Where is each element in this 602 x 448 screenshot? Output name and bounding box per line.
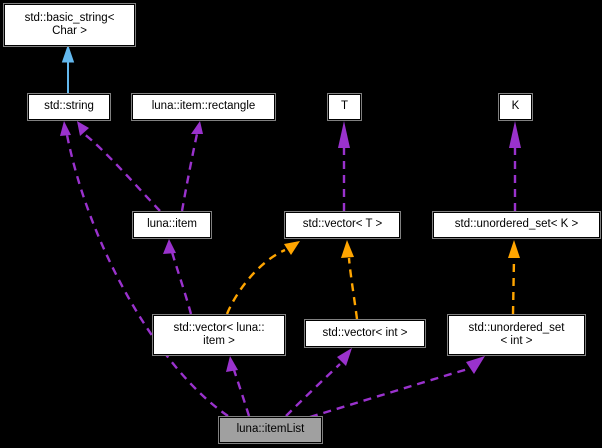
edge-usage-itemList-vector_int (285, 348, 352, 417)
edge-usage-itemList-string (60, 121, 229, 417)
class-node-template-K[interactable]: K (498, 93, 533, 121)
edge-template-vector_item-vector_T (225, 241, 300, 315)
class-node-label: K (511, 100, 520, 113)
class-node-label: std::basic_string< Char > (24, 11, 115, 38)
class-node-label: std::vector< int > (322, 326, 408, 339)
class-node-vector-int[interactable]: std::vector< int > (304, 319, 426, 348)
class-node-label: luna::item::rectangle (151, 100, 256, 113)
edge-usage-item-string (77, 121, 161, 212)
edge-usage-itemList-unordered_set_int (309, 356, 485, 419)
class-node-label: std::unordered_set < int > (468, 321, 565, 348)
edge-usage-vector_T-T (338, 121, 350, 211)
class-node-luna-item[interactable]: luna::item (132, 211, 212, 239)
class-node-label: std::vector< T > (302, 218, 383, 231)
class-node-luna-itemlist[interactable]: luna::itemList (218, 416, 323, 444)
edge-usage-unordered_set_K-K (509, 121, 521, 211)
class-node-label: luna::itemList (236, 423, 305, 436)
edge-template-vector_int-vector_T (341, 240, 359, 320)
edge-usage-item-rectangle (180, 121, 203, 212)
class-node-label: std::string (44, 100, 94, 113)
edge-template-unordered_set_int-unordered_set_K (508, 240, 520, 315)
edge-inheritance-string-basic_string (61, 44, 75, 93)
class-node-vector-luna-item[interactable]: std::vector< luna:: item > (152, 314, 286, 356)
class-node-unordered-set-int[interactable]: std::unordered_set < int > (447, 314, 586, 356)
class-node-label: T (340, 100, 349, 113)
class-node-luna-item-rectangle[interactable]: luna::item::rectangle (131, 93, 276, 121)
edge-usage-vector_item-item (163, 239, 193, 315)
class-node-std-string[interactable]: std::string (27, 93, 111, 121)
class-node-label: std::vector< luna:: item > (173, 321, 265, 348)
class-node-label: luna::item (147, 218, 197, 231)
class-node-vector-T[interactable]: std::vector< T > (284, 211, 401, 239)
class-node-label: std::unordered_set< K > (454, 218, 579, 231)
class-node-template-T[interactable]: T (327, 93, 362, 121)
edge-usage-itemList-vector_item (226, 356, 251, 417)
class-node-basic-string[interactable]: std::basic_string< Char > (3, 3, 136, 47)
class-node-unordered-set-K[interactable]: std::unordered_set< K > (432, 211, 601, 239)
